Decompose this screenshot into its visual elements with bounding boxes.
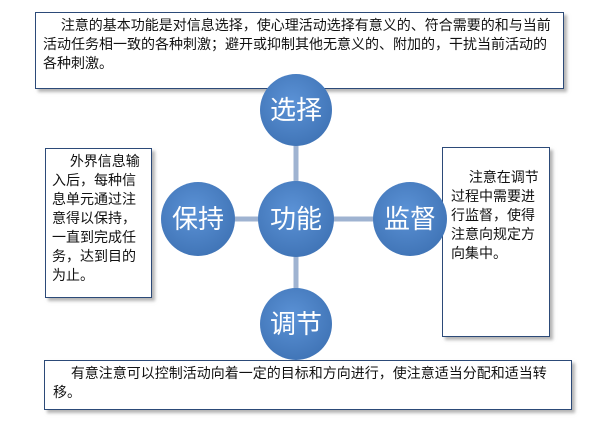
node-bottom-label: 调节 [270,310,322,340]
maintenance-description-box: 外界信息输入后，每种信息单元通过注意得以保持，一直到完成任务，达到目的为止。 [45,148,152,298]
node-top-selection: 选择 [260,74,332,146]
node-top-label: 选择 [270,96,322,126]
node-center-function: 功能 [258,181,334,257]
regulation-description-box: 有意注意可以控制活动向着一定的目标和方向进行，使注意适当分配和适当转移。 [44,360,572,410]
node-left-label: 保持 [172,205,224,235]
node-right-supervision: 监督 [373,182,447,256]
node-bottom-regulation: 调节 [260,288,332,360]
node-left-maintenance: 保持 [161,182,235,256]
node-right-label: 监督 [384,205,436,235]
supervision-description-box: 注意在调节过程中需要进行监督，使得注意向规定方向集中。 [442,147,550,337]
node-center-label: 功能 [270,205,322,235]
